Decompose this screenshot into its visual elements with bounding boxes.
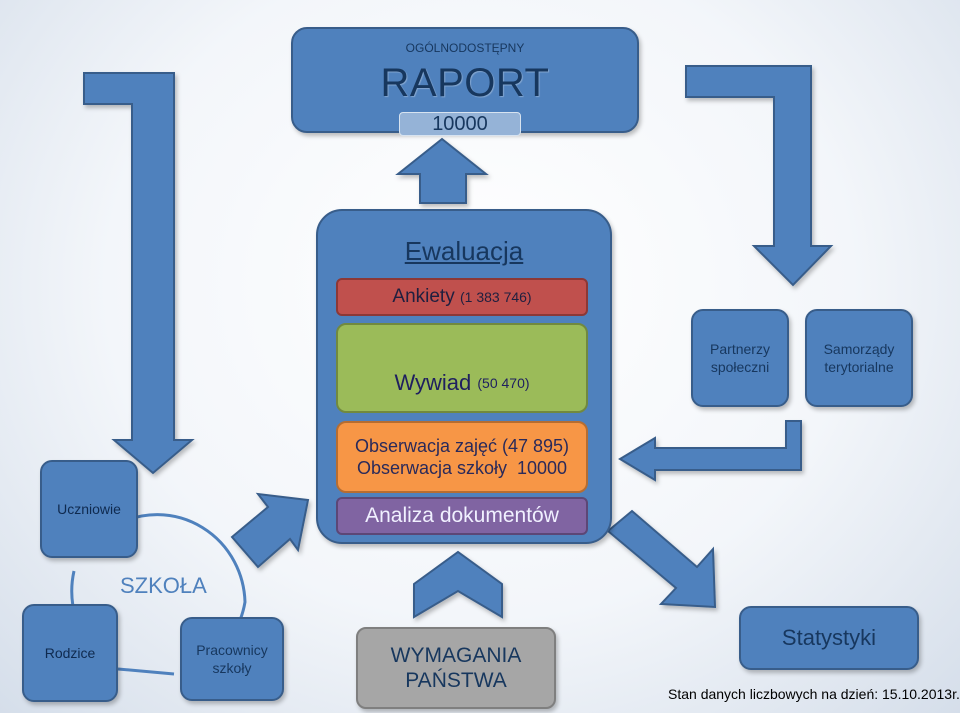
arrow-left-down <box>83 72 195 475</box>
arrow-up-wymagania <box>413 550 503 619</box>
pracownicy-line1: Pracownicy <box>196 642 268 658</box>
pracownicy-line2: szkoły <box>212 660 252 676</box>
obserwacja-szkoly: Obserwacja szkoły 10000 <box>356 458 568 478</box>
ankiety-box: Ankiety (1 383 746) <box>336 278 588 316</box>
arrow-right-down <box>685 65 834 287</box>
analiza-box: Analiza dokumentów <box>336 497 588 535</box>
raport-box: OGÓLNODOSTĘPNY RAPORT 10000 <box>291 27 639 136</box>
rodzice-label: Rodzice <box>44 645 96 661</box>
arrow-diagonal-ewaluacja <box>230 492 310 569</box>
partnerzy-line1: Partnerzy <box>710 341 770 357</box>
partnerzy-box: Partnerzy społeczni <box>691 309 789 407</box>
analiza-label: Analiza dokumentów <box>365 504 559 527</box>
wywiad-count: (50 470) <box>477 375 530 391</box>
arrow-up-raport <box>395 137 489 204</box>
obserwacja-zajec: Obserwacja zajęć (47 895) <box>354 436 570 456</box>
ankiety-count: (1 383 746) <box>459 289 532 305</box>
raport-public-label: OGÓLNODOSTĘPNY <box>405 41 525 55</box>
samorzady-line2: terytorialne <box>824 359 894 375</box>
raport-title: RAPORT <box>380 61 550 105</box>
wymagania-line1: WYMAGANIA <box>390 644 522 667</box>
samorzady-line1: Samorządy <box>823 341 895 357</box>
raport-count: 10000 <box>399 112 521 136</box>
data-date-footnote: Stan danych liczbowych na dzień: 15.10.2… <box>668 686 960 702</box>
statystyki-box: Statystyki <box>739 606 919 670</box>
wywiad-box: Wywiad (50 470) <box>336 323 588 413</box>
partnerzy-line2: społeczni <box>710 359 770 375</box>
pracownicy-box: Pracownicy szkoły <box>180 617 284 701</box>
ewaluacja-box: Ewaluacja Ankiety (1 383 746) Wywiad (50… <box>316 209 612 544</box>
samorzady-box: Samorządy terytorialne <box>805 309 913 407</box>
ewaluacja-title: Ewaluacja <box>404 236 524 266</box>
rodzice-box: Rodzice <box>22 604 118 702</box>
arrow-left-ewaluacja <box>618 420 802 482</box>
wywiad-label: Wywiad <box>394 370 472 395</box>
wymagania-box: WYMAGANIA PAŃSTWA <box>356 627 556 709</box>
szkola-label: SZKOŁA <box>120 573 207 598</box>
obserwacja-box: Obserwacja zajęć (47 895) Obserwacja szk… <box>336 421 588 493</box>
arrow-diagonal-statystyki <box>606 509 717 609</box>
statystyki-label: Statystyki <box>781 625 877 650</box>
wymagania-line2: PAŃSTWA <box>405 669 507 692</box>
uczniowie-box: Uczniowie <box>40 460 138 558</box>
ankiety-label: Ankiety <box>392 286 455 307</box>
uczniowie-label: Uczniowie <box>57 501 121 517</box>
